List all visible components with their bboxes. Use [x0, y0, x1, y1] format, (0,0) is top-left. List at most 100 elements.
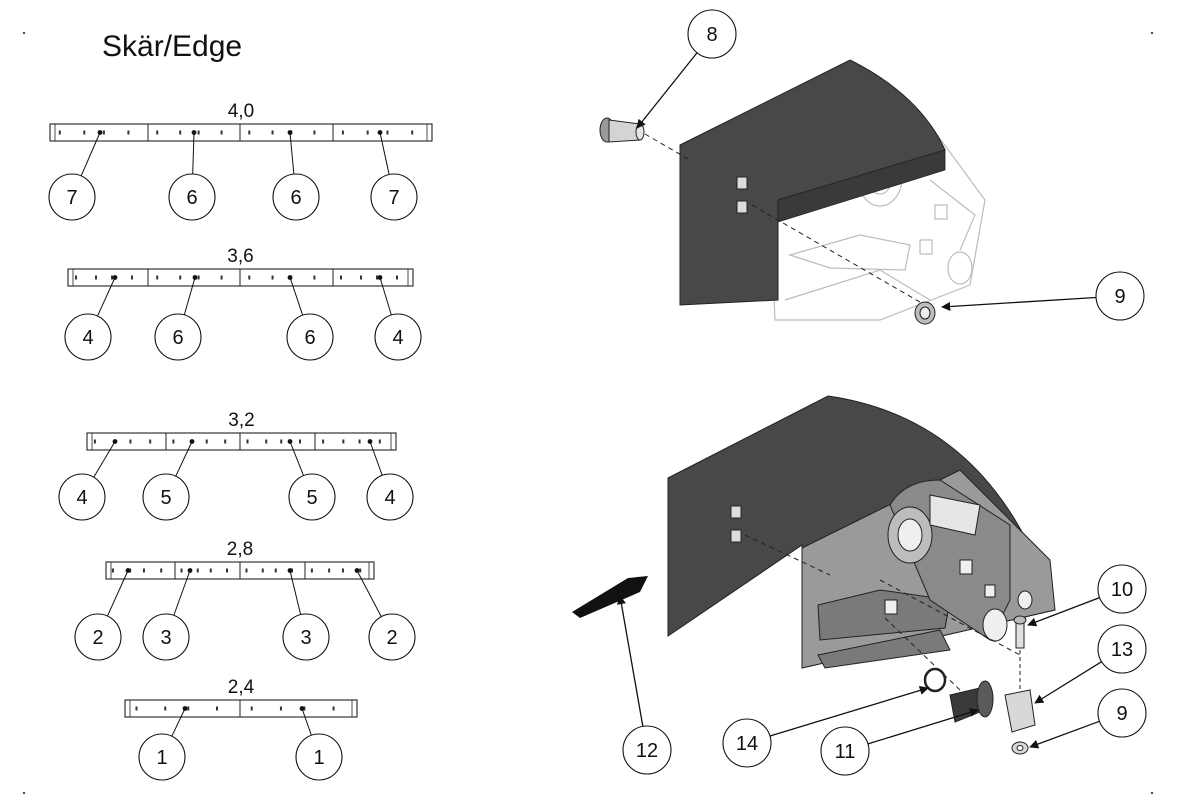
bottom-frame	[801, 469, 1056, 669]
leader-line	[97, 277, 116, 317]
bolt-hole	[179, 130, 182, 135]
callout-circle	[368, 613, 416, 661]
leader-arrow	[616, 595, 644, 727]
leader-line	[171, 708, 186, 737]
bolt-hole	[366, 130, 369, 135]
bolt-hole	[271, 130, 274, 135]
callout-circle	[1097, 624, 1147, 674]
leader-arrow	[769, 686, 929, 737]
leader-line	[356, 570, 382, 617]
bolt-hole	[220, 275, 223, 280]
bolt-icon	[599, 117, 645, 143]
callout-circle	[168, 173, 216, 221]
leader-arrow	[1034, 661, 1102, 704]
callout-number: 5	[160, 487, 171, 509]
assembly-callout: 11	[820, 708, 979, 776]
blade-outline	[49, 123, 433, 142]
bolt-hole	[205, 439, 208, 444]
callout-number: 2	[386, 627, 397, 649]
blade-length-label: 3,6	[227, 246, 253, 267]
callout-number: 5	[306, 487, 317, 509]
top-assembly	[599, 59, 986, 325]
bolt-hole	[127, 130, 130, 135]
bolt-hole	[265, 439, 268, 444]
callout-number: 3	[160, 627, 171, 649]
bolt-hole	[386, 130, 389, 135]
bolt-hole	[187, 706, 190, 711]
bolt-hole	[111, 275, 113, 280]
callout-number: 6	[172, 327, 183, 349]
leader-line	[80, 132, 101, 177]
leader-line	[175, 441, 193, 477]
callout-circle	[154, 313, 202, 361]
callout-circle	[64, 313, 112, 361]
bolt-hole	[156, 130, 159, 135]
leader-line	[379, 132, 390, 175]
bolt-hole	[279, 706, 282, 711]
bolt-hole	[310, 568, 313, 573]
assembly-callout: 9	[941, 271, 1145, 321]
bolt-hole	[359, 568, 362, 573]
leader-arrow	[867, 708, 979, 745]
bolt-hole	[131, 275, 133, 280]
leader-line	[107, 570, 129, 617]
bolt-hole	[83, 130, 86, 135]
callout-circle	[282, 613, 330, 661]
bolt-hole	[216, 706, 218, 711]
bolt-hole	[58, 130, 61, 135]
bolt-hole	[102, 130, 105, 135]
leader-arrow	[1029, 720, 1100, 749]
assembly-callout: 10	[1027, 564, 1147, 627]
nut-icon	[1011, 741, 1029, 755]
wear-strip-icon	[572, 576, 648, 618]
leader-line	[369, 441, 383, 476]
callout-circle	[295, 733, 343, 781]
leader-line	[289, 570, 302, 615]
leader-line	[301, 708, 312, 736]
bolt-hole	[156, 275, 159, 280]
bolt-hole	[197, 130, 200, 135]
blade-length-label: 2,8	[227, 539, 253, 560]
washer-icon	[923, 667, 947, 693]
bolt-hole	[224, 439, 227, 444]
bolt-hole	[378, 439, 381, 444]
corner-marks	[22, 31, 1154, 795]
bolt-hole	[164, 706, 167, 711]
bolt-hole	[358, 439, 361, 444]
callout-number: 8	[706, 24, 717, 46]
callout-circle	[272, 173, 320, 221]
callout-number: 4	[76, 487, 87, 509]
callout-number: 4	[82, 327, 93, 349]
bolt-hole	[274, 568, 277, 573]
leader-arrow	[941, 296, 1097, 312]
assembly-callout: 8	[636, 9, 737, 129]
callout-number: 9	[1114, 286, 1125, 308]
callout-number: 6	[186, 187, 197, 209]
callout-circle	[1097, 688, 1147, 738]
callout-circle	[820, 726, 870, 776]
bolt-hole	[111, 568, 114, 573]
screw-icon	[1013, 615, 1027, 649]
blade-length-label: 2,4	[228, 677, 255, 698]
bolt-hole	[75, 275, 77, 280]
bolt-hole	[261, 568, 264, 573]
callout-number: 4	[392, 327, 403, 349]
bolt-hole	[328, 568, 331, 573]
bolt-hole	[95, 275, 97, 280]
bolt-hole	[180, 568, 183, 573]
bolt-hole	[93, 439, 96, 444]
bottom-assembly	[572, 395, 1056, 755]
bolt-hole	[245, 568, 248, 573]
callout-number: 4	[384, 487, 395, 509]
callout-circle	[142, 613, 190, 661]
nut-icon	[914, 301, 936, 325]
callout-number: 3	[300, 627, 311, 649]
callout-circle	[286, 313, 334, 361]
